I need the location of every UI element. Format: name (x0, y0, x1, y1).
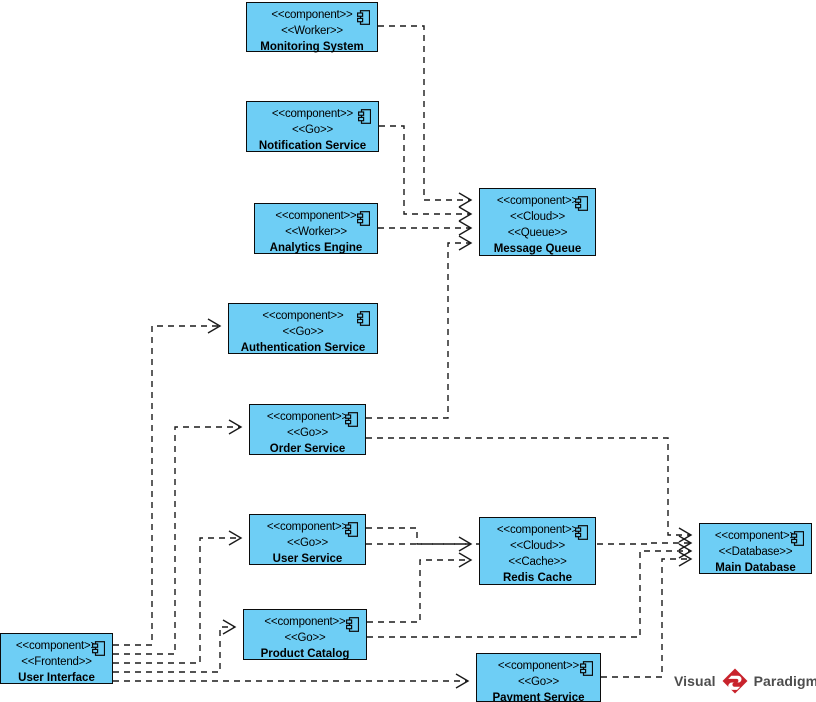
component-stereotype: <<component>> (496, 524, 579, 536)
connector-arrowhead (207, 318, 222, 334)
connector-arrowhead (458, 235, 473, 251)
component-shape-icon (357, 10, 370, 25)
component-stereotype: <<Worker>> (281, 25, 343, 37)
component-product-catalog[interactable]: <<component>> <<Go>> Product Catalog (243, 609, 367, 660)
connector-arrowhead (458, 206, 473, 222)
component-notification-service[interactable]: <<component>> <<Go>> Notification Service (246, 101, 379, 152)
component-stereotype: <<component>> (275, 210, 357, 222)
connector-product-catalog-to-redis-cache (367, 559, 471, 623)
component-user-interface[interactable]: <<component>> <<Frontend>> User Interface (0, 633, 113, 684)
component-stereotype: <<Cloud>> (509, 211, 566, 223)
component-stereotype: <<Go>> (282, 326, 324, 338)
component-name: Payment Service (492, 692, 585, 702)
component-stereotype: <<Go>> (286, 427, 328, 439)
component-stereotype: <<Go>> (517, 676, 559, 688)
component-stereotype: <<Database>> (718, 546, 793, 558)
connector-arrowhead (678, 543, 693, 559)
connector-arrowhead (678, 535, 693, 551)
connector-notification-service-to-message-queue (379, 125, 471, 215)
component-stereotype: <<Frontend>> (21, 656, 92, 668)
component-stereotype: <<Worker>> (285, 226, 347, 238)
component-main-database[interactable]: <<component>> <<Database>> Main Database (699, 523, 812, 574)
component-stereotype: <<component>> (15, 640, 98, 652)
component-name: Notification Service (258, 140, 367, 152)
connector-payment-service-to-main-database (601, 558, 691, 678)
component-message-queue[interactable]: <<component>> <<Cloud>> <<Queue>> Message Q… (479, 188, 596, 256)
component-stereotype: <<Cache>> (508, 556, 567, 568)
component-shape-icon (358, 109, 371, 124)
connector-arrowhead (222, 619, 237, 635)
component-stereotype: <<Go>> (286, 537, 328, 549)
component-stereotype: <<Cloud>> (509, 540, 566, 552)
component-stereotype: <<component>> (496, 195, 579, 207)
component-shape-icon (92, 641, 105, 656)
component-payment-service[interactable]: <<component>> <<Go>> Payment Service (476, 653, 601, 702)
component-stereotype: <<component>> (271, 9, 353, 21)
component-stereotype: <<component>> (714, 530, 797, 542)
watermark-word-visual: Visual (674, 673, 716, 689)
component-stereotype: <<Queue>> (507, 227, 568, 239)
connector-arrowhead (458, 192, 473, 208)
component-name: User Service (272, 553, 343, 565)
component-order-service[interactable]: <<component>> <<Go>> Order Service (249, 404, 366, 455)
connector-arrowhead (228, 530, 243, 546)
connector-arrowhead (458, 536, 473, 552)
component-name: Order Service (269, 443, 346, 455)
connector-user-service-to-redis-cache (366, 527, 471, 545)
component-user-service[interactable]: <<component>> <<Go>> User Service (249, 514, 366, 565)
component-stereotype: <<Go>> (291, 124, 333, 136)
component-stereotype: <<component>> (264, 616, 346, 628)
connector-user-interface-to-order-service (113, 426, 241, 655)
connector-arrowhead (228, 419, 243, 435)
component-shape-icon (346, 617, 359, 632)
component-shape-icon (580, 661, 593, 676)
component-name: Message Queue (493, 243, 582, 255)
component-shape-icon (575, 525, 588, 540)
component-stereotype: <<component>> (266, 521, 349, 533)
component-analytics-engine[interactable]: <<component>> <<Worker>> Analytics Engine (254, 203, 378, 254)
component-shape-icon (345, 412, 358, 427)
component-shape-icon (357, 311, 370, 326)
component-name: User Interface (18, 672, 95, 684)
visual-paradigm-logo-icon (722, 668, 748, 694)
component-name: Redis Cache (502, 572, 573, 584)
component-shape-icon (575, 196, 588, 211)
connector-arrowhead (458, 220, 473, 236)
connector-arrowhead (455, 673, 470, 689)
component-stereotype: <<component>> (271, 108, 354, 120)
connector-order-service-to-message-queue (366, 242, 471, 419)
component-shape-icon (345, 522, 358, 537)
connector-product-catalog-to-main-database (367, 550, 691, 638)
component-stereotype: <<component>> (497, 660, 580, 672)
connector-user-interface-to-authentication-service (113, 325, 220, 646)
connector-arrowhead (458, 552, 473, 568)
component-redis-cache[interactable]: <<component>> <<Cloud>> <<Cache>> Redis Cac… (479, 517, 596, 585)
component-shape-icon (791, 531, 804, 546)
component-shape-icon (357, 211, 370, 226)
connector-user-interface-to-user-service (113, 537, 241, 664)
visual-paradigm-watermark: Visual Paradigm (674, 668, 816, 694)
watermark-word-paradigm: Paradigm (753, 673, 816, 689)
component-name: Analytics Engine (269, 242, 363, 254)
connector-user-interface-to-product-catalog (113, 626, 235, 673)
component-name: Monitoring System (260, 41, 364, 53)
connector-order-service-to-main-database (366, 437, 691, 536)
component-name: Main Database (715, 562, 796, 574)
component-stereotype: <<component>> (262, 310, 344, 322)
component-monitoring-system[interactable]: <<component>> <<Worker>> Monitoring System (246, 2, 378, 53)
connector-arrowhead (678, 527, 693, 543)
component-stereotype: <<component>> (266, 411, 349, 423)
connector-arrowhead (678, 551, 693, 567)
connector-monitoring-system-to-message-queue (378, 25, 471, 201)
component-authentication-service[interactable]: <<component>> <<Go>> Authentication Servic… (228, 303, 378, 354)
component-stereotype: <<Go>> (284, 632, 326, 644)
component-name: Authentication Service (240, 342, 366, 354)
component-name: Product Catalog (260, 648, 350, 660)
